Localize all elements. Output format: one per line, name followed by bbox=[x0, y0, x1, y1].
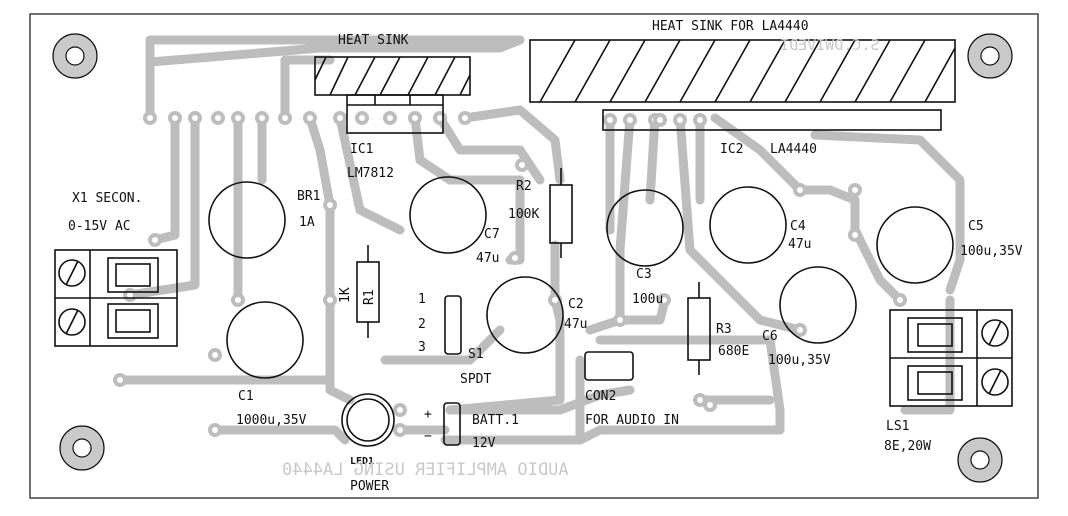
heat-sink-la4440 bbox=[529, 39, 956, 103]
batt-outline bbox=[443, 402, 461, 446]
label-c1: C1 bbox=[238, 389, 254, 404]
label-s1: S1 bbox=[468, 347, 484, 362]
label-heat-sink-la4440: HEAT SINK FOR LA4440 bbox=[652, 19, 809, 34]
mirrored-title: AUDIO AMPLIFIER USING LA4440 bbox=[282, 460, 569, 480]
ic2-body bbox=[602, 109, 942, 131]
c5-outline bbox=[876, 206, 954, 284]
label-x1: X1 SECON. bbox=[72, 191, 143, 206]
label-r3: R3 bbox=[716, 322, 732, 337]
c1-outline bbox=[226, 301, 304, 379]
label-r3-value: 680E bbox=[718, 344, 750, 359]
label-power: POWER bbox=[350, 479, 390, 494]
label-br1: BR1 bbox=[297, 189, 321, 204]
label-r2: R2 bbox=[516, 179, 532, 194]
label-lm7812: LM7812 bbox=[347, 166, 394, 181]
led1-outline bbox=[341, 393, 395, 447]
c7-outline bbox=[409, 176, 487, 254]
ic1-body bbox=[346, 94, 444, 134]
label-con2-desc: FOR AUDIO IN bbox=[585, 413, 679, 428]
label-batt-value: 12V bbox=[472, 436, 496, 451]
label-ls1-value: 8E,20W bbox=[884, 439, 931, 454]
s1-outline bbox=[444, 295, 462, 355]
c4-outline bbox=[709, 186, 787, 264]
label-batt: BATT.1 bbox=[472, 413, 519, 428]
label-c2-value: 47u bbox=[564, 317, 588, 332]
mirrored-author: S.C.DWIVEDI bbox=[780, 36, 880, 54]
label-heat-sink: HEAT SINK bbox=[338, 33, 409, 48]
label-c7-value: 47u bbox=[476, 251, 500, 266]
label-c6: C6 bbox=[762, 329, 778, 344]
con2-outline bbox=[584, 351, 634, 381]
label-ls1: LS1 bbox=[886, 419, 910, 434]
label-c3: C3 bbox=[636, 267, 652, 282]
label-c7: C7 bbox=[484, 227, 500, 242]
label-s1-pin2: 2 bbox=[418, 317, 426, 332]
c6-outline bbox=[779, 266, 857, 344]
label-c5-value: 100u,35V bbox=[960, 244, 1023, 259]
label-led1: LED1 bbox=[350, 456, 375, 467]
label-ic2: IC2 bbox=[720, 142, 744, 157]
c2-outline bbox=[486, 276, 564, 354]
label-s1-pin1: 1 bbox=[418, 292, 426, 307]
label-batt-plus: + bbox=[424, 407, 432, 422]
label-x1-rating: 0-15V AC bbox=[68, 219, 131, 234]
label-la4440: LA4440 bbox=[770, 142, 817, 157]
label-c4: C4 bbox=[790, 219, 806, 234]
label-c3-value: 100u bbox=[632, 292, 664, 307]
label-c2: C2 bbox=[568, 297, 584, 312]
label-c6-value: 100u,35V bbox=[768, 353, 831, 368]
label-br1-rating: 1A bbox=[299, 215, 315, 230]
label-s1-pin3: 3 bbox=[418, 340, 426, 355]
label-c1-value: 1000u,35V bbox=[236, 413, 307, 428]
label-c5: C5 bbox=[968, 219, 984, 234]
label-ic1: IC1 bbox=[350, 142, 374, 157]
label-r1: R1 bbox=[362, 289, 377, 305]
br1-outline bbox=[208, 181, 286, 259]
label-r2-value: 100K bbox=[508, 207, 540, 222]
label-batt-minus: − bbox=[424, 429, 432, 444]
label-s1-type: SPDT bbox=[460, 372, 492, 387]
label-con2: CON2 bbox=[585, 389, 617, 404]
label-c4-value: 47u bbox=[788, 237, 812, 252]
component-outlines bbox=[54, 39, 1013, 447]
solder-pads bbox=[113, 111, 907, 437]
c3-outline bbox=[606, 189, 684, 267]
label-r1-value: 1K bbox=[338, 287, 353, 303]
